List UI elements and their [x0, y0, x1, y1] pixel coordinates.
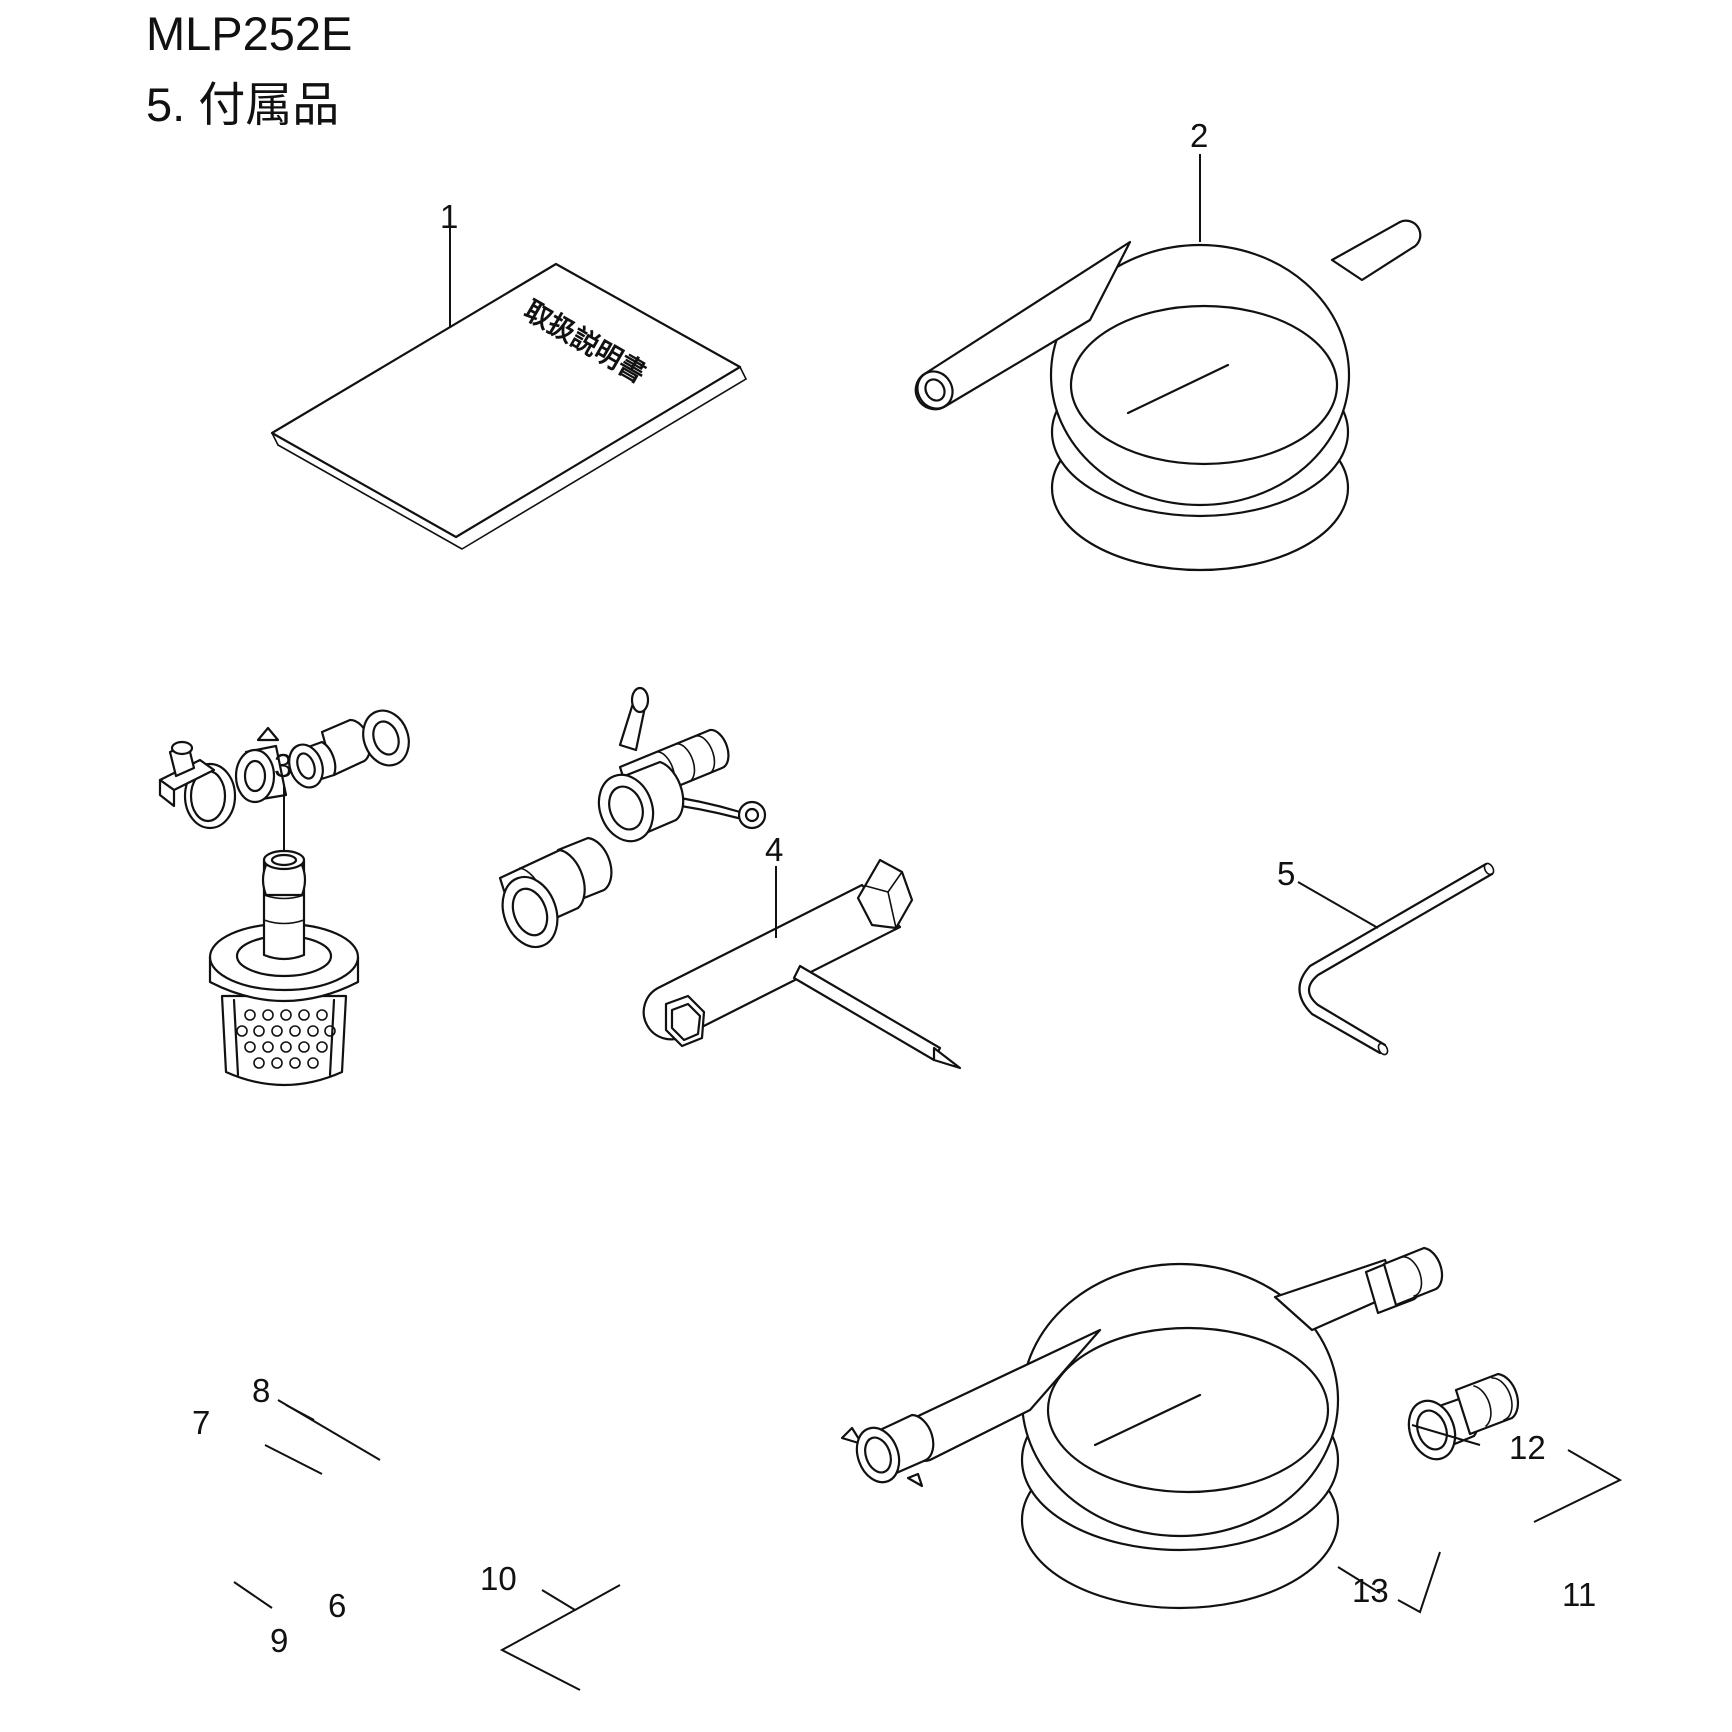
- hose-with-couplings: [840, 1246, 1444, 1610]
- packing: [362, 709, 410, 767]
- part-label-3: 3: [274, 747, 292, 784]
- part-label-1: 1: [440, 198, 458, 235]
- instruction-manual: 取扱説明書: [270, 262, 747, 550]
- coupler-assembly: [498, 686, 767, 949]
- strainer: [208, 849, 360, 1087]
- part-number-labels: 1 2 3 4 5 6 7 8 9 10 11 12 13: [192, 117, 1596, 1659]
- hex-key: [1298, 862, 1495, 1056]
- part-label-12: 12: [1509, 1429, 1546, 1466]
- part-label-9: 9: [270, 1622, 288, 1659]
- coiled-hose: [914, 219, 1422, 572]
- part-label-7: 7: [192, 1404, 210, 1441]
- wing-nut: [234, 726, 288, 804]
- part-label-6: 6: [328, 1587, 346, 1624]
- hose-joint: [288, 718, 372, 789]
- part-label-2: 2: [1190, 117, 1208, 154]
- part-label-4: 4: [765, 831, 783, 868]
- part-label-13: 13: [1352, 1572, 1389, 1609]
- hose-coupler: [1407, 1372, 1520, 1461]
- part-label-5: 5: [1277, 855, 1295, 892]
- section-title: 5. 付属品: [146, 78, 339, 131]
- part-label-10: 10: [480, 1560, 517, 1597]
- leader-lines: [233, 154, 1623, 1691]
- model-title: MLP252E: [146, 7, 352, 60]
- hose-band: [158, 740, 237, 830]
- plug-wrench: [642, 858, 962, 1070]
- part-label-11: 11: [1562, 1576, 1596, 1613]
- part-label-8: 8: [252, 1372, 270, 1409]
